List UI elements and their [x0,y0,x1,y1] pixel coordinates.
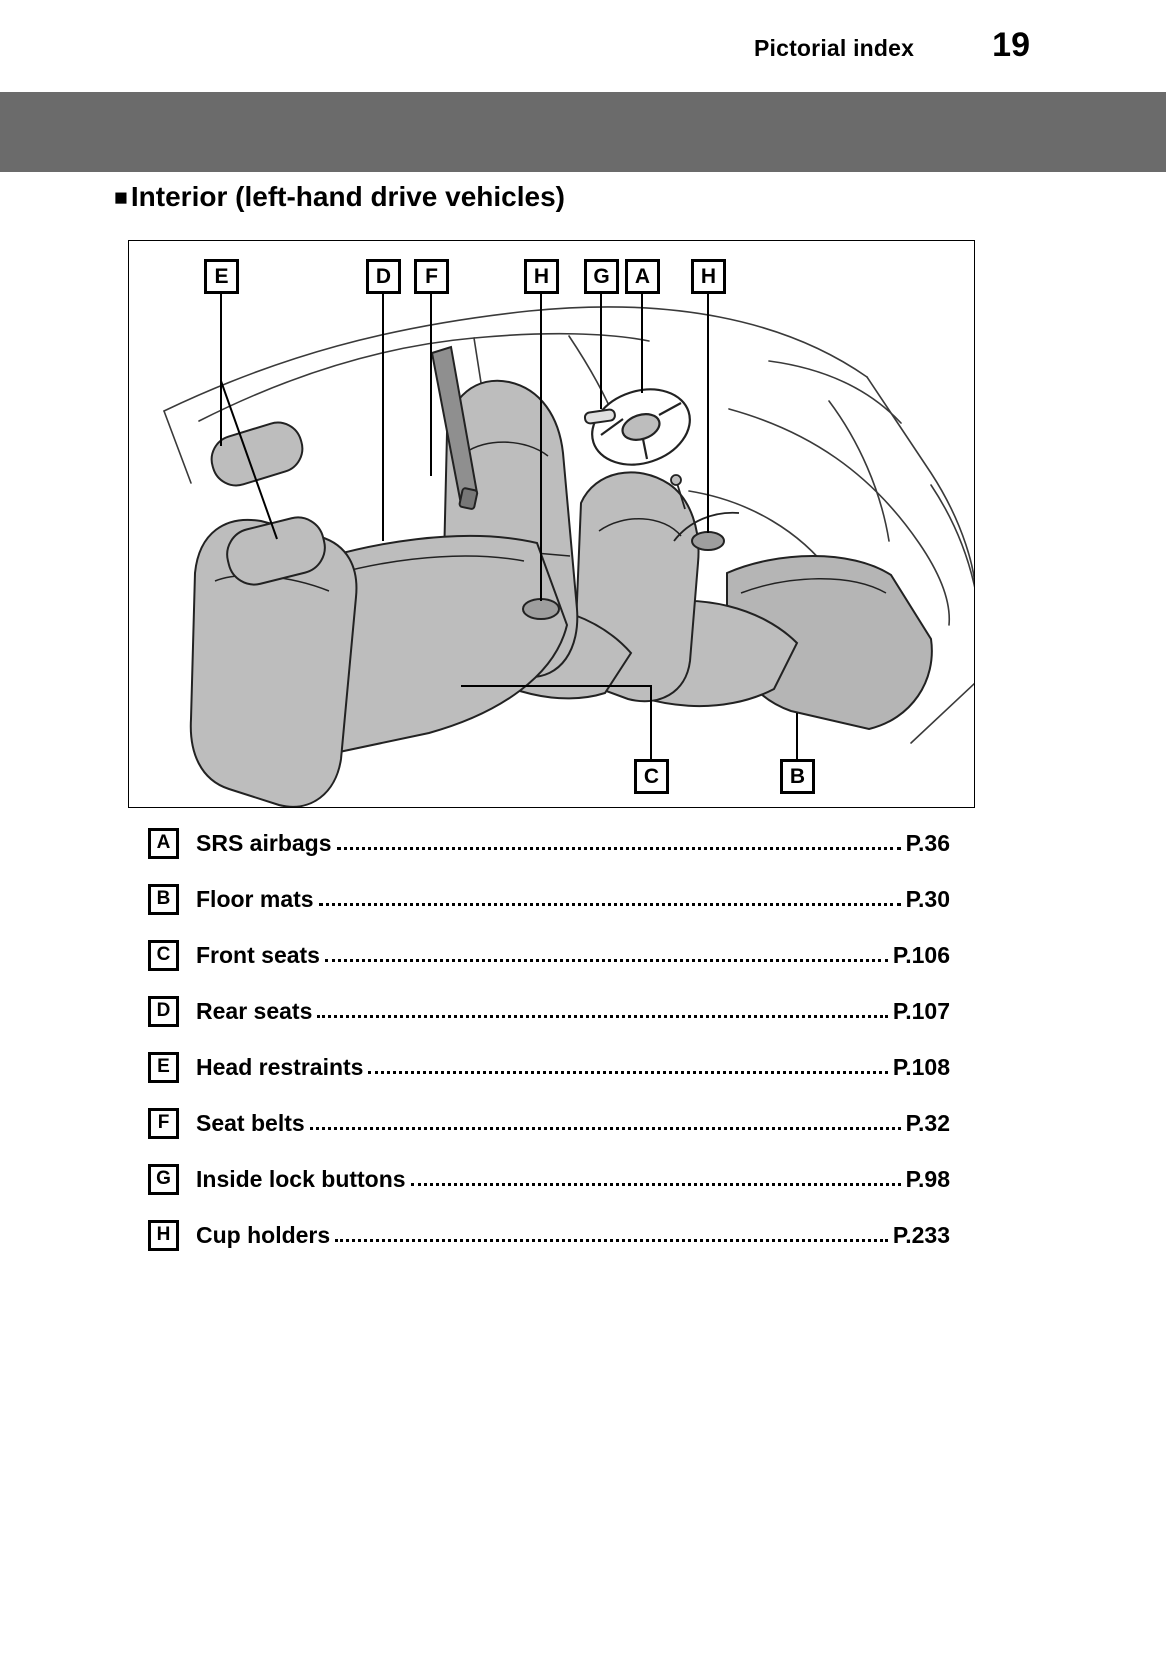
inside-lock-button-icon [583,408,616,425]
cup-holder-console-icon [691,531,725,551]
dot-leader [336,846,901,850]
item-letter-box: F [148,1107,179,1139]
index-item-f: F Seat belts P.32 [148,1095,950,1151]
item-page-ref: P.107 [892,997,950,1024]
item-label: Head restraints [196,1053,364,1080]
index-item-g: G Inside lock buttons P.98 [148,1151,950,1207]
steering-wheel [591,388,691,466]
seat-belt [430,345,479,510]
header-page-number: 19 [992,26,1030,64]
dot-leader [368,1070,888,1074]
section-title: ■ Interior (left-hand drive vehicles) [114,181,565,213]
item-label: Rear seats [196,997,313,1024]
item-page-ref: P.32 [905,1109,950,1136]
item-letter-box: E [148,1051,179,1083]
pictorial-index-list: A SRS airbags P.36 B Floor mats P.30 C F… [148,815,950,1263]
page-header: Pictorial index 19 [754,26,1030,65]
item-label: Cup holders [196,1221,331,1248]
callout-a: A [625,259,660,294]
car-interior-illustration [163,293,974,807]
callout-d: D [366,259,401,294]
section-title-text: Interior (left-hand drive vehicles) [130,181,566,212]
head-restraint-2 [226,516,326,586]
dot-leader [318,902,901,906]
cup-holder-seat-icon [522,598,560,620]
item-letter-box: H [148,1219,179,1251]
item-label: Front seats [196,941,320,968]
item-page-ref: P.106 [892,941,950,968]
index-item-e: E Head restraints P.108 [148,1039,950,1095]
item-letter-box: C [148,939,179,971]
gray-band [0,92,1166,172]
dot-leader [335,1238,888,1242]
item-label: Seat belts [196,1109,305,1136]
callout-c: C [634,759,669,794]
callout-e: E [204,259,239,294]
item-page-ref: P.233 [892,1221,950,1248]
item-letter-box: B [148,883,179,915]
square-bullet-icon: ■ [114,183,128,210]
header-section-title: Pictorial index [753,35,915,61]
dot-leader [324,958,888,962]
callout-h1: H [524,259,559,294]
index-item-h: H Cup holders P.233 [148,1207,950,1263]
item-label: Floor mats [196,885,314,912]
item-letter-box: G [148,1163,179,1195]
item-letter-box: D [148,995,179,1027]
dot-leader [317,1014,888,1018]
center-console [670,474,740,542]
index-item-b: B Floor mats P.30 [148,871,950,927]
item-page-ref: P.30 [905,885,950,912]
item-page-ref: P.98 [905,1165,950,1192]
item-label: Inside lock buttons [196,1165,406,1192]
callout-b: B [780,759,815,794]
item-page-ref: P.108 [892,1053,950,1080]
head-restraint-1 [210,421,304,487]
index-item-a: A SRS airbags P.36 [148,815,950,871]
callout-h2: H [691,259,726,294]
callout-g: G [584,259,619,294]
index-item-d: D Rear seats P.107 [148,983,950,1039]
item-page-ref: P.36 [905,829,950,856]
dot-leader [410,1182,901,1186]
interior-figure: E D F H G A H C B [128,240,975,808]
callout-f: F [414,259,449,294]
index-item-c: C Front seats P.106 [148,927,950,983]
item-label: SRS airbags [196,829,332,856]
item-letter-box: A [148,827,179,859]
dot-leader [309,1126,901,1130]
rear-seat [189,421,569,807]
callout-leader-lines [220,293,798,759]
